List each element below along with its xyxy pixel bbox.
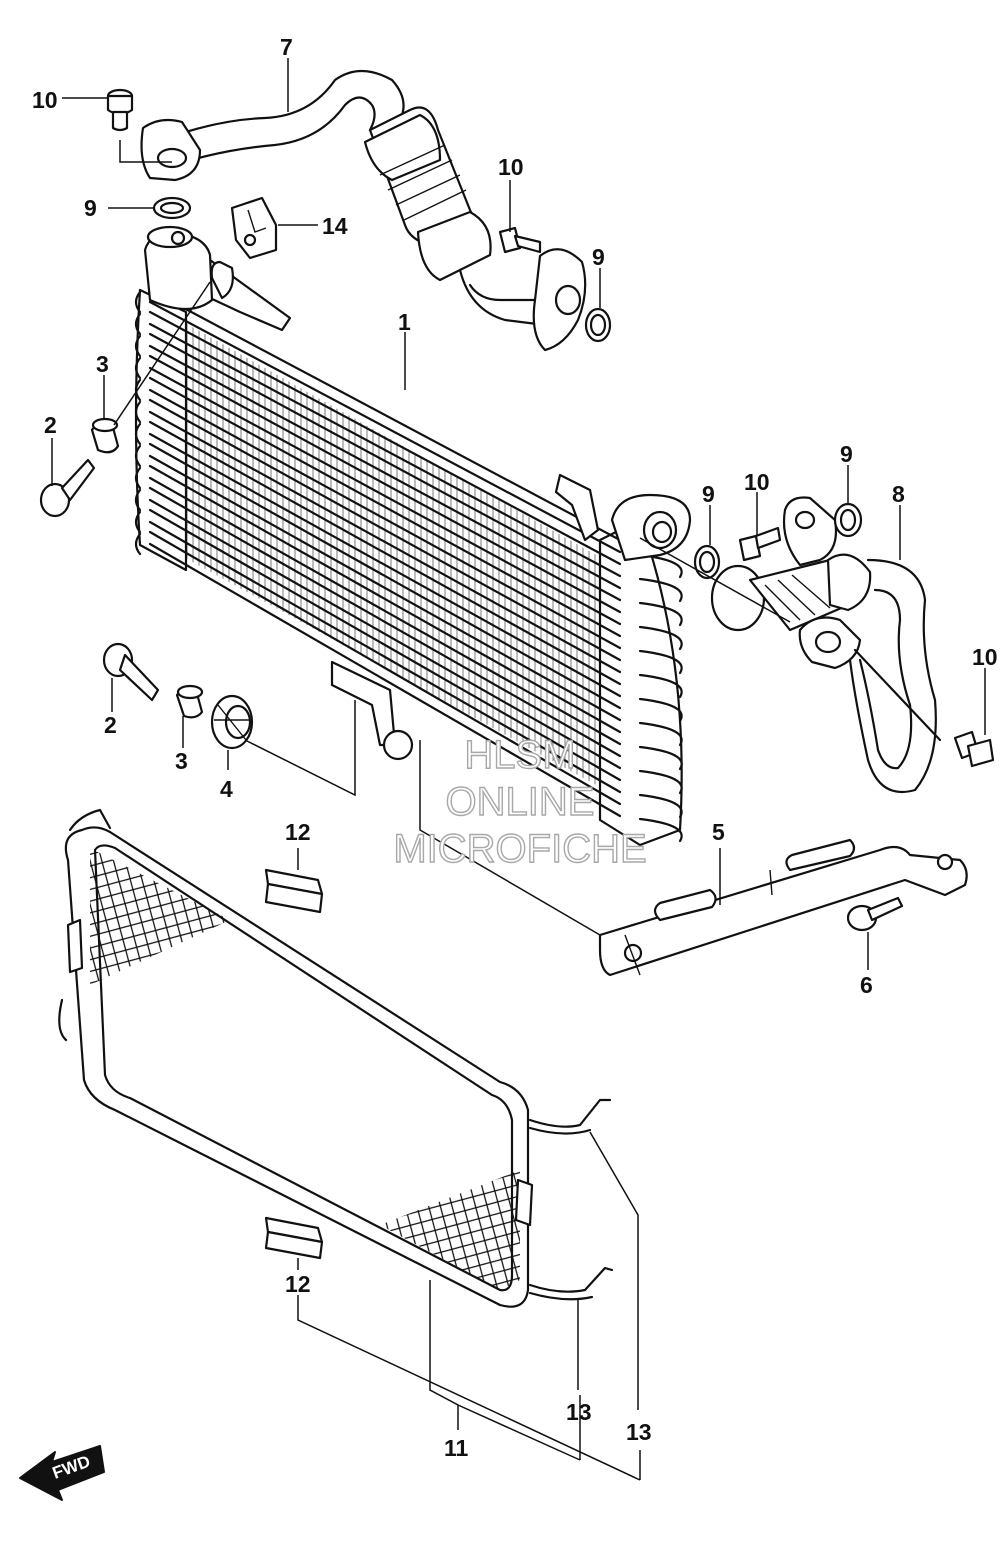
cooler-tube [148,486,622,770]
cooler-rib-left [134,356,142,380]
cooler-rib-left [134,444,142,468]
callout-8: 8 [892,481,905,507]
cooler-rib-right [638,769,683,795]
cooler-tube [148,464,622,746]
cooler-rib-left [134,510,142,534]
callout-10-right: 10 [744,469,770,495]
cooler-rib-right [638,745,683,771]
cooler-rib-left [134,488,142,512]
watermark-line2: ONLINE [446,780,595,824]
cooler-rib-right [638,697,683,723]
callout-1: 1 [398,309,411,335]
fwd-arrow: FWD [19,1445,105,1501]
bolts [39,88,995,932]
callout-13-left: 13 [566,1399,592,1425]
cooler-rib-left [134,290,142,314]
collars-and-grommet [90,417,254,750]
upper-oil-hose [140,70,587,352]
rubber-strips [264,868,324,1260]
cooler-rib-left [134,312,142,336]
callout-numbers: 7 10 9 14 10 9 1 3 2 9 10 9 8 10 2 3 4 5… [32,34,998,1461]
cooler-rib-right [638,673,683,699]
cooler-tube [148,442,622,722]
cooler-rib-right [638,601,683,627]
cooler-tube [148,398,622,674]
cooler-rib-left [134,378,142,402]
cooler-rib-right [638,625,683,651]
watermark-line3: MICROFICHE [393,827,646,871]
cooler-tube [148,376,622,650]
o-rings [152,196,863,580]
callout-3-lower: 3 [175,748,188,774]
cooler-rib-right [638,649,683,675]
callout-9-far-right: 9 [840,441,853,467]
callout-7: 7 [280,34,293,60]
watermark-line1: HLSM [464,733,575,777]
cooler-rib-right [638,817,683,843]
cooler-rib-left [134,400,142,424]
hose-clip [230,196,278,260]
cooler-rib-left [134,532,142,556]
cooler-rib-right [638,577,683,603]
callout-9-top-left: 9 [84,195,97,221]
cooler-tube [148,530,622,818]
oil-cooler-core [134,225,692,847]
cooler-rib-left [134,422,142,446]
callout-9-middle: 9 [592,244,605,270]
cooler-tube [148,332,622,602]
callout-14: 14 [322,213,348,239]
cooler-rib-left [134,334,142,358]
cooler-tube [148,310,622,578]
cooler-tube [148,508,622,794]
cooler-tube [148,354,622,626]
callout-2-lower: 2 [104,712,117,738]
cooler-bracket [598,838,968,977]
callout-10-middle: 10 [498,154,524,180]
watermark: HLSM ONLINE MICROFICHE [393,732,648,871]
callout-11: 11 [444,1435,469,1461]
callout-3-upper: 3 [96,351,109,377]
callout-10-lower-right: 10 [972,644,998,670]
leader-lines [51,58,986,1481]
cooler-tube [148,288,622,554]
cooler-rib-right [638,721,683,747]
callout-4: 4 [220,776,233,802]
callout-12-upper: 12 [285,819,311,845]
cooler-screen [58,808,614,1308]
callout-10-top-left: 10 [32,87,58,113]
callout-2-upper: 2 [44,412,57,438]
callout-5: 5 [712,819,725,845]
callout-9-right: 9 [702,481,715,507]
lower-oil-hose [710,496,942,794]
cooler-rib-right [638,793,683,819]
cooler-tube [148,420,622,698]
callout-13-right: 13 [626,1419,652,1445]
cooler-rib-left [134,466,142,490]
callout-12-lower: 12 [285,1271,311,1297]
callout-6: 6 [860,972,873,998]
